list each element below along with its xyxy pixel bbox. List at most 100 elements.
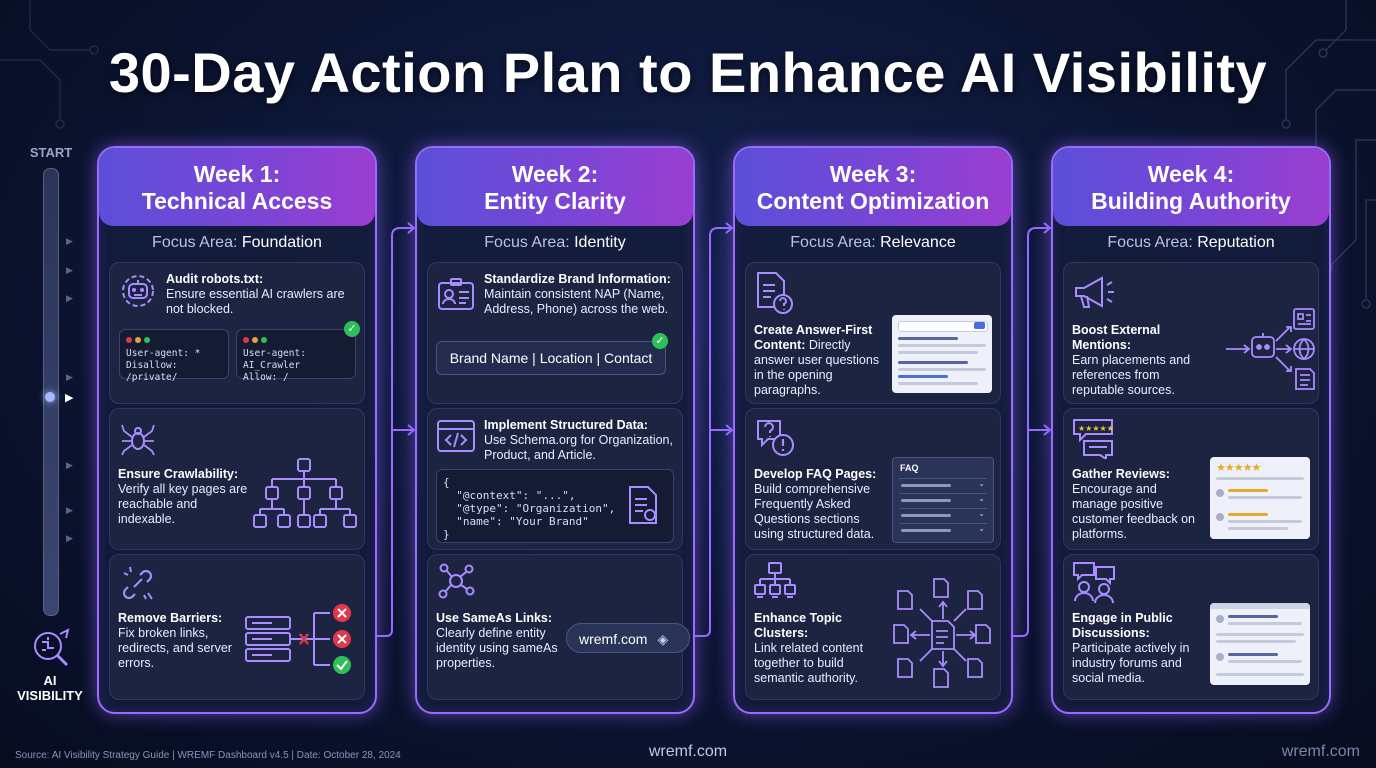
code-line: Allow: / [243,372,289,383]
review-stars-bubble-icon: ★★★★★ [1073,419,1114,459]
task-card-public-discussions: Engage in Public Discussions: Participat… [1063,554,1319,700]
task-heading: Implement Structured Data: [484,418,648,432]
broken-link-icon [122,566,153,600]
task-body: Participate actively in industry forums … [1072,641,1190,685]
id-card-icon [438,278,474,310]
task-body: Use Schema.org for Organization, Product… [484,433,673,462]
code-line: User-agent: AI_Crawler [243,348,306,371]
focus-value: Reputation [1197,234,1275,251]
focus-prefix: Focus Area: [790,234,876,251]
week-connector [692,222,734,637]
week-3-column: Week 3: Content Optimization Focus Area:… [733,146,1013,714]
task-body: Maintain consistent NAP (Name, Address, … [484,287,669,316]
week-1-focus: Focus Area: Foundation [99,234,375,252]
code-window-icon [437,420,475,452]
faq-accordion-mockup: FAQ ⌄ ⌄ ⌄ ⌄ [892,457,994,543]
question-exclamation-bubbles-icon [757,420,794,456]
focus-prefix: Focus Area: [484,234,570,251]
week-2-title-line1: Week 2: [511,161,599,187]
week-3-title-line2: Content Optimization [756,188,990,214]
code-line: "@type": "Organization", [443,502,616,515]
week-3-focus: Focus Area: Relevance [735,234,1011,252]
brand-info-field: Brand Name | Location | Contact [436,341,666,375]
schema-code-block: { "@context": "...", "@type": "Organizat… [436,469,674,543]
week-2-column: Week 2: Entity Clarity Focus Area: Ident… [415,146,695,714]
focus-prefix: Focus Area: [1107,234,1193,251]
avatar [1216,513,1224,521]
focus-prefix: Focus Area: [152,234,238,251]
rail-current-arrow-icon: ▶ [65,392,74,404]
code-line: "name": "Your Brand" [443,515,589,528]
task-card-structured-data: Implement Structured Data: Use Schema.or… [427,408,683,550]
task-heading: Enhance Topic Clusters: [754,611,842,640]
topic-cluster-diagram [893,578,991,688]
code-line: Disallow: /private/ [126,360,178,383]
task-heading: Boost External Mentions: [1072,323,1161,352]
task-body: Earn placements and references from repu… [1072,353,1191,397]
hierarchy-icon [754,562,796,598]
robot-icon [122,275,154,307]
task-heading: Create Answer-First Content: [754,323,873,352]
task-heading: Audit robots.txt: [166,272,264,286]
avatar [1216,615,1224,623]
week-4-title-line1: Week 4: [1147,161,1235,187]
task-card-external-mentions: Boost External Mentions: Earn placements… [1063,262,1319,404]
week-2-title-line2: Entity Clarity [484,188,626,214]
rail-tick: ▶ [66,236,73,246]
rail-tick: ▶ [66,460,73,470]
check-icon: ✓ [652,333,668,349]
task-card-standardize-brand: Standardize Brand Information: Maintain … [427,262,683,404]
code-line: } [443,528,450,541]
week-3-header: Week 3: Content Optimization [735,148,1011,226]
task-card-remove-barriers: Remove Barriers: Fix broken links, redir… [109,554,365,700]
focus-value: Relevance [880,234,956,251]
week-1-header: Week 1: Technical Access [99,148,375,226]
server-error-diagram [245,604,351,674]
week-2-focus: Focus Area: Identity [417,234,693,252]
task-heading: Remove Barriers: [118,611,223,625]
task-body: Build comprehensive Frequently Asked Que… [754,482,875,541]
week-3-title-line1: Week 3: [829,161,917,187]
spider-icon [121,424,155,456]
task-body: Encourage and manage positive customer f… [1072,482,1195,541]
task-heading: Gather Reviews: [1072,467,1170,481]
reviews-mockup: ★★★★★ [1210,457,1310,539]
sameas-link-text: wremf.com [579,631,648,647]
checklist-document-icon [629,486,657,524]
page-title: 30-Day Action Plan to Enhance AI Visibil… [108,41,1268,104]
task-card-answer-first: Create Answer-First Content: Directly an… [745,262,1001,404]
task-card-sameas-links: Use SameAs Links: Clearly define entity … [427,554,690,700]
forum-thread-mockup [1210,603,1310,685]
rail-start-label: START [29,145,73,160]
task-heading: Ensure Crawlability: [118,467,239,481]
robots-code-block: User-agent: AI_Crawler Allow: / [236,329,356,383]
rail-tick: ▶ [66,293,73,303]
search-icon [974,322,985,329]
tag-icon: ◈ [657,631,669,647]
check-icon: ✓ [344,321,360,337]
task-body: Fix broken links, redirects, and server … [118,626,232,670]
focus-value: Identity [574,234,626,251]
week-connector [1010,222,1052,637]
code-line: User-agent: * [126,348,201,359]
week-4-column: Week 4: Building Authority Focus Area: R… [1051,146,1331,714]
progress-marker [45,392,55,402]
sameas-link-field: wremf.com ◈ [566,623,690,653]
svg-text:★★★★★: ★★★★★ [1078,424,1114,433]
document-question-icon [757,272,793,314]
robots-code-block: User-agent: * Disallow: /private/ [119,329,229,383]
task-heading: Develop FAQ Pages: [754,467,877,481]
week-4-focus: Focus Area: Reputation [1053,234,1329,252]
rating-stars: ★★★★★ [1216,462,1261,474]
chevron-down-icon: ⌄ [978,509,985,518]
task-body: Verify all key pages are reachable and i… [118,482,248,526]
watermark: wremf.com [1281,743,1360,760]
faq-label: FAQ [900,463,919,473]
rail-end-line2: VISIBILITY [17,688,83,703]
brain-growth-icon [34,628,70,667]
search-result-mockup [892,315,992,393]
week-connector [374,222,416,637]
week-1-title-line1: Week 1: [193,161,281,187]
task-body: Link related content together to build s… [754,641,864,685]
sitemap-tree-icon [253,458,357,528]
